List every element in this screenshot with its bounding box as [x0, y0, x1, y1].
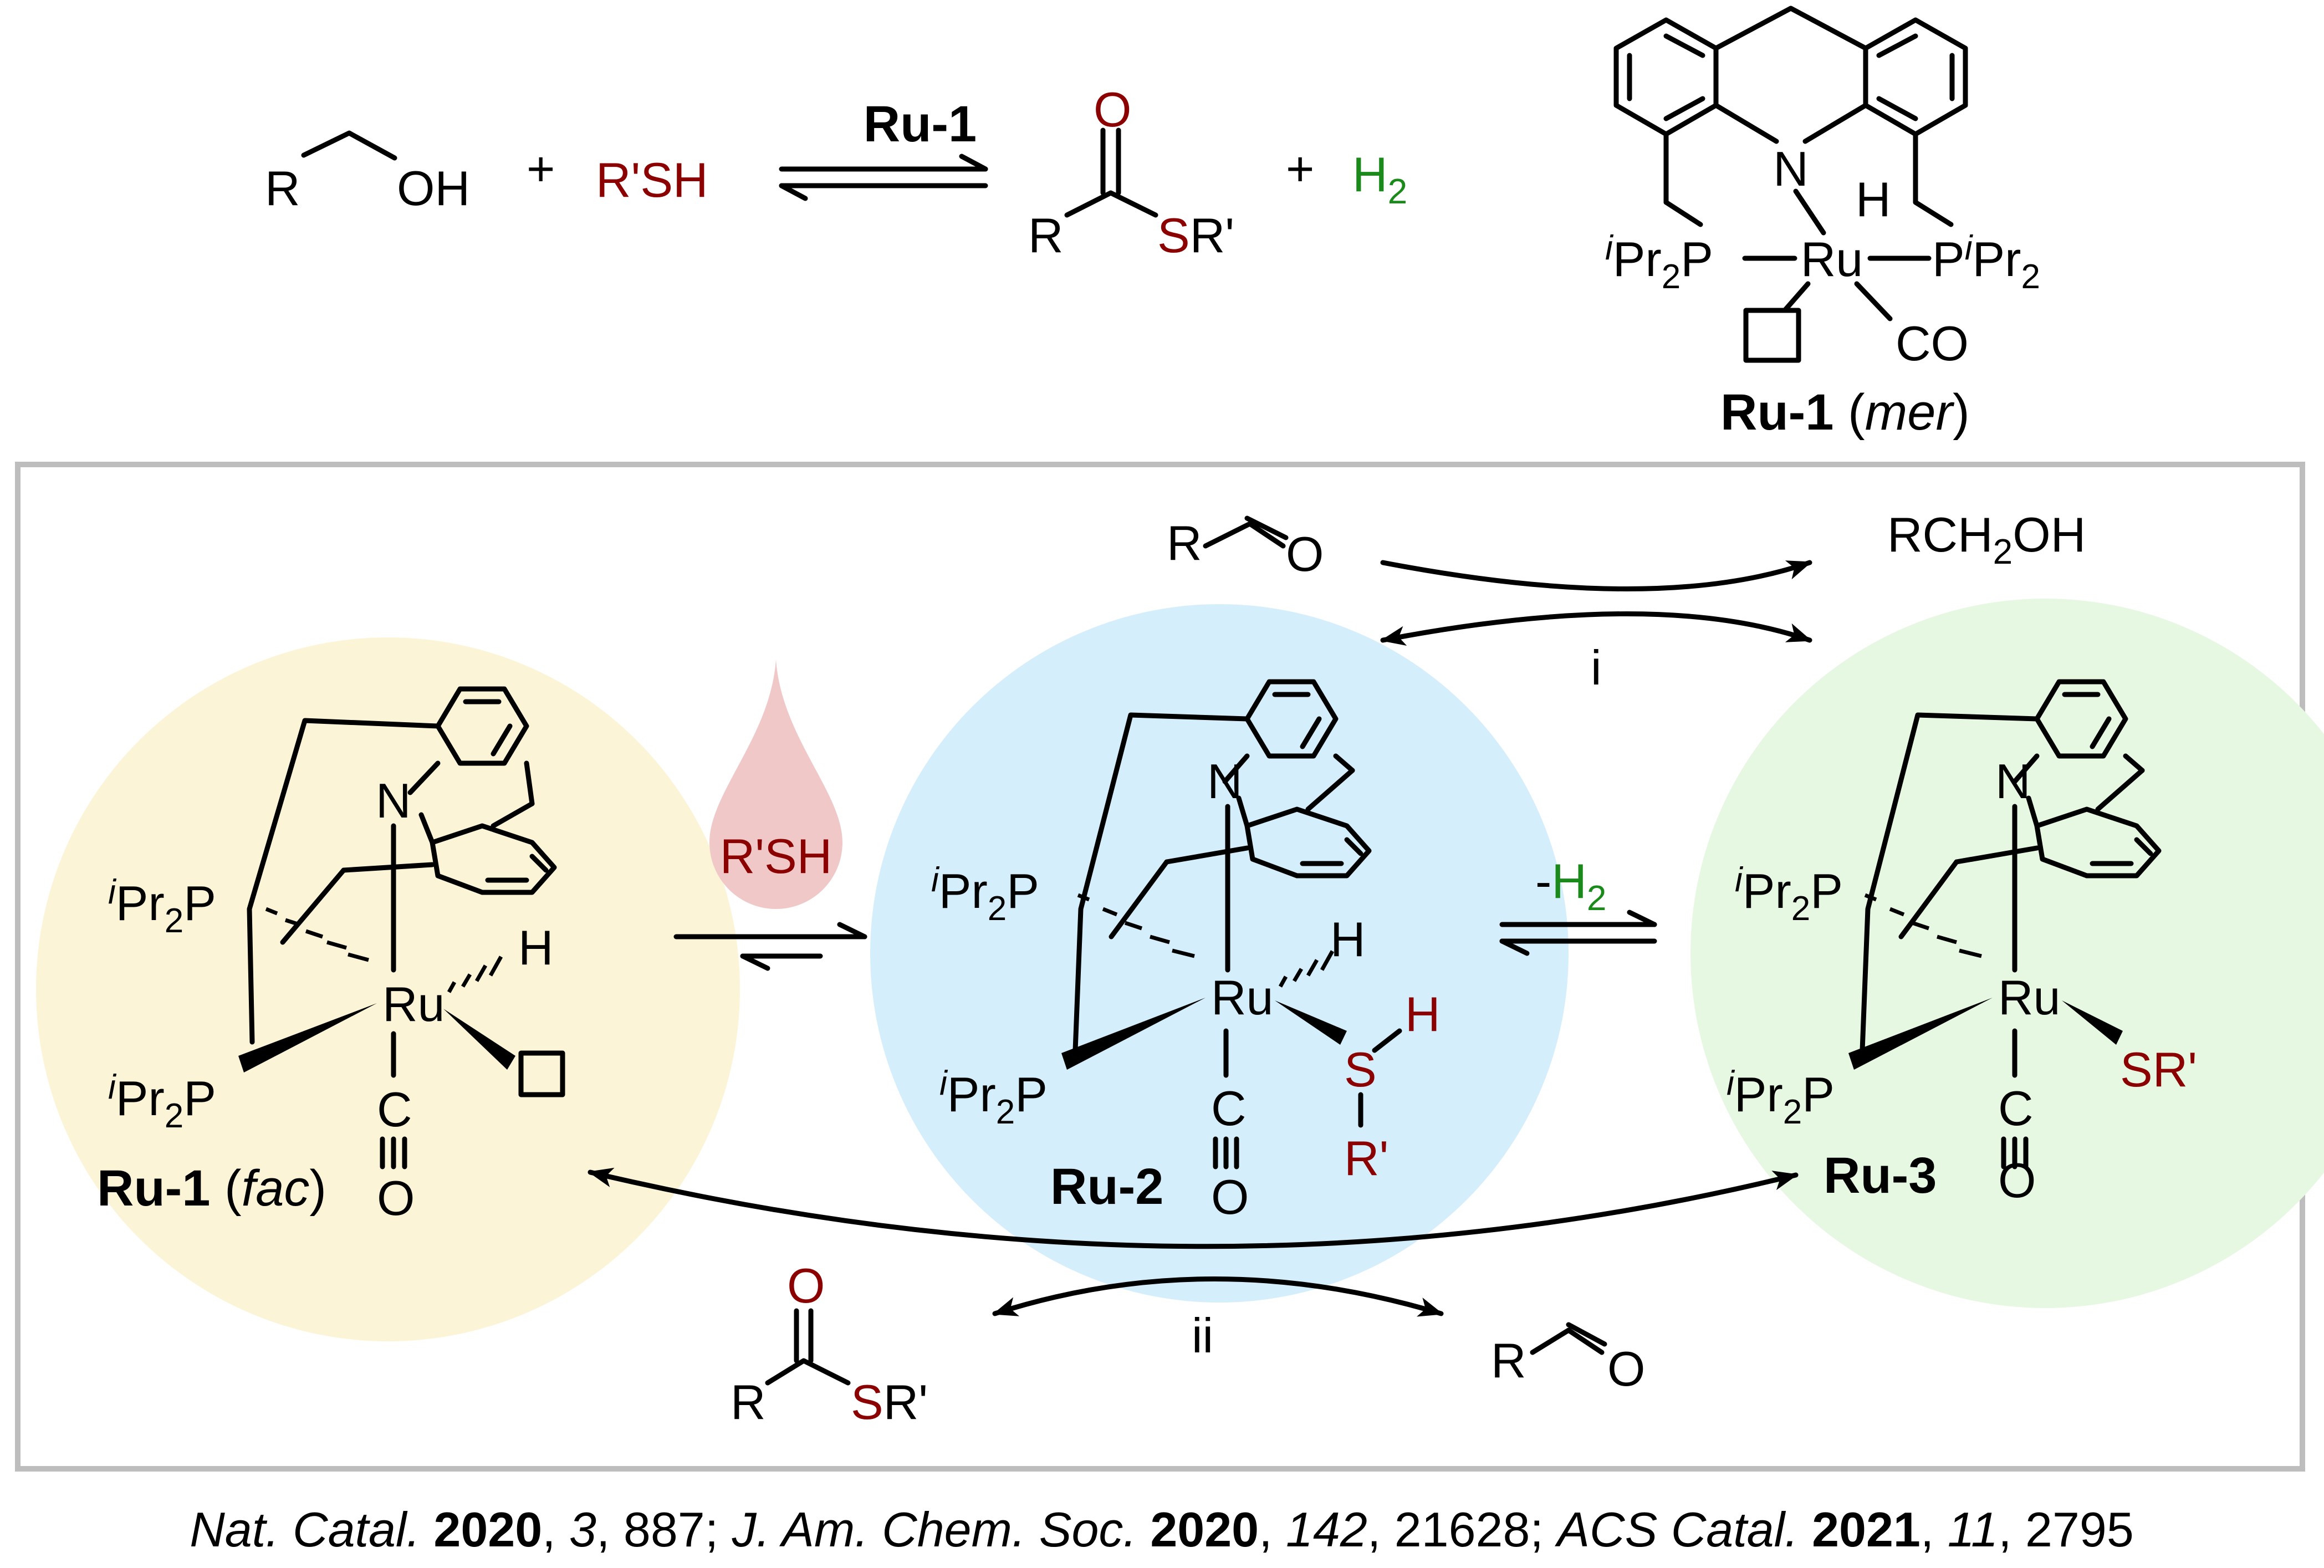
citation-run: , 21628; — [1367, 1502, 1557, 1557]
thiol-addition: R'SH — [673, 660, 867, 971]
ru1-mer-co: CO — [1896, 316, 1969, 371]
alcohol-oh: OH — [397, 161, 470, 216]
citation-run: , 2795 — [1998, 1502, 2134, 1557]
ru2-sh: H — [1405, 987, 1441, 1041]
ru1-fac-label: Ru-1 (fac) — [97, 1160, 326, 1217]
ru1-mer-n: N — [1773, 141, 1809, 196]
citation-run: 2020 — [433, 1502, 542, 1557]
alcohol-rch2oh: RCH2OH — [1887, 507, 2086, 571]
ru3-c: C — [1998, 1081, 2034, 1136]
ru3-p-bottom: iPr2P — [1727, 1064, 1835, 1131]
ru1-fac-circle — [36, 637, 740, 1341]
alcohol-reactant: R OH — [265, 130, 470, 216]
ru1-mer-h: H — [1856, 172, 1891, 227]
ru3-label: Ru-3 — [1824, 1147, 1937, 1204]
citation-run: 3 — [569, 1502, 596, 1557]
ru2-p-top: iPr2P — [931, 861, 1039, 928]
aldehyde-top-o: O — [1286, 527, 1324, 581]
alcohol-r: R — [265, 161, 300, 216]
product-r: R — [1028, 208, 1064, 263]
vacant-site-square — [1743, 308, 1801, 363]
equilibrium-arrow: Ru-1 — [779, 96, 988, 201]
ru1-mer-p-left: iPr2P — [1605, 229, 1713, 296]
citation-run: 142 — [1286, 1502, 1367, 1557]
ru1-fac-ru: Ru — [382, 977, 445, 1031]
ru1-fac-p-bottom: iPr2P — [108, 1068, 216, 1135]
hydrogen-product: H2 — [1352, 147, 1407, 211]
step-ii-arrows: ii O R SR' R O — [588, 1167, 1799, 1429]
thioester-bottom-o: O — [787, 1258, 825, 1313]
ru3-p-top: iPr2P — [1735, 861, 1843, 928]
step-ii-label: ii — [1192, 1308, 1213, 1363]
ru1-mer-p-right: PiPr2 — [1932, 229, 2040, 296]
ru2-s: S — [1344, 1042, 1377, 1097]
ru1-fac-p-top: iPr2P — [108, 873, 216, 940]
ru3-sr: SR' — [2120, 1042, 2197, 1097]
citation-run: , — [1259, 1502, 1286, 1557]
ru3-o: O — [1998, 1153, 2036, 1208]
ru3-circle — [1690, 599, 2324, 1308]
product-s-group: SR' — [1157, 208, 1234, 263]
citation-run: 2021 — [1812, 1502, 1921, 1557]
ru3-n: N — [1995, 754, 2031, 809]
ru2-c: C — [1211, 1081, 1247, 1136]
thioester-product: O R SR' — [1028, 82, 1234, 263]
ru1-mer-ru: Ru — [1801, 232, 1863, 287]
citation-run: 2020 — [1150, 1502, 1259, 1557]
aldehyde-bottom-r: R — [1491, 1333, 1526, 1388]
citation-run: Nat. Catal. — [190, 1502, 433, 1557]
thiol-reactant: R'SH — [596, 152, 708, 207]
h2-loss: -H2 — [1499, 854, 1657, 956]
thioester-bottom-r: R — [731, 1375, 766, 1429]
thioester-bottom-s-group: SR' — [851, 1375, 928, 1429]
ru1-fac-o: O — [377, 1171, 415, 1225]
citation-run: , — [1921, 1502, 1948, 1557]
ru1-mer-label: Ru-1 (mer) — [1720, 384, 1970, 441]
catalyst-label: Ru-1 — [864, 96, 977, 152]
aldehyde-top-r: R — [1167, 515, 1202, 570]
citation-run: J. Am. Chem. Soc. — [732, 1502, 1151, 1557]
ru1-fac-h: H — [518, 920, 554, 975]
aldehyde-bottom-o: O — [1607, 1341, 1645, 1396]
citation-run: , — [542, 1502, 569, 1557]
ru1-fac-structure: N Ru iPr2P iPr2P H C O Ru-1 (fac) — [97, 686, 565, 1225]
plus-sign-1: + — [527, 141, 555, 196]
plus-sign-2: + — [1286, 141, 1314, 196]
ru3-structure: N Ru iPr2P iPr2P SR' C O Ru-3 — [1727, 679, 2197, 1208]
ru2-o: O — [1211, 1169, 1249, 1224]
top-reaction: R OH + R'SH Ru-1 O R SR' + H2 — [265, 82, 1407, 263]
ru3-ru: Ru — [1998, 970, 2061, 1025]
citation-line: Nat. Catal. 2020, 3, 887; J. Am. Chem. S… — [190, 1502, 2134, 1557]
ru2-h: H — [1330, 912, 1366, 967]
minus-h2-label: -H2 — [1535, 854, 1606, 918]
ru1-fac-n: N — [376, 773, 411, 828]
ru2-r-prime: R' — [1344, 1131, 1388, 1186]
ru2-ru: Ru — [1211, 970, 1274, 1025]
ru1-mer-structure: N Ru H iPr2P PiPr2 CO Ru-1 (mer) — [1605, 6, 2040, 441]
ru2-n: N — [1207, 754, 1243, 809]
citation-run: , 887; — [596, 1502, 732, 1557]
ru2-circle — [870, 604, 1569, 1303]
citation-run: 11 — [1948, 1502, 1998, 1557]
vacant-site-square — [518, 1050, 565, 1097]
step-i-arrows: i R O RCH2OH — [1167, 507, 2086, 695]
carbonyl-o: O — [1094, 82, 1131, 137]
citation-run: ACS Catal. — [1554, 1502, 1812, 1557]
ru1-fac-c: C — [377, 1082, 412, 1137]
thiol-drop — [709, 660, 842, 909]
ru2-label: Ru-2 — [1050, 1158, 1163, 1215]
step-i-label: i — [1591, 640, 1602, 695]
ru2-p-bottom: iPr2P — [939, 1064, 1048, 1131]
drop-label: R'SH — [720, 829, 832, 883]
